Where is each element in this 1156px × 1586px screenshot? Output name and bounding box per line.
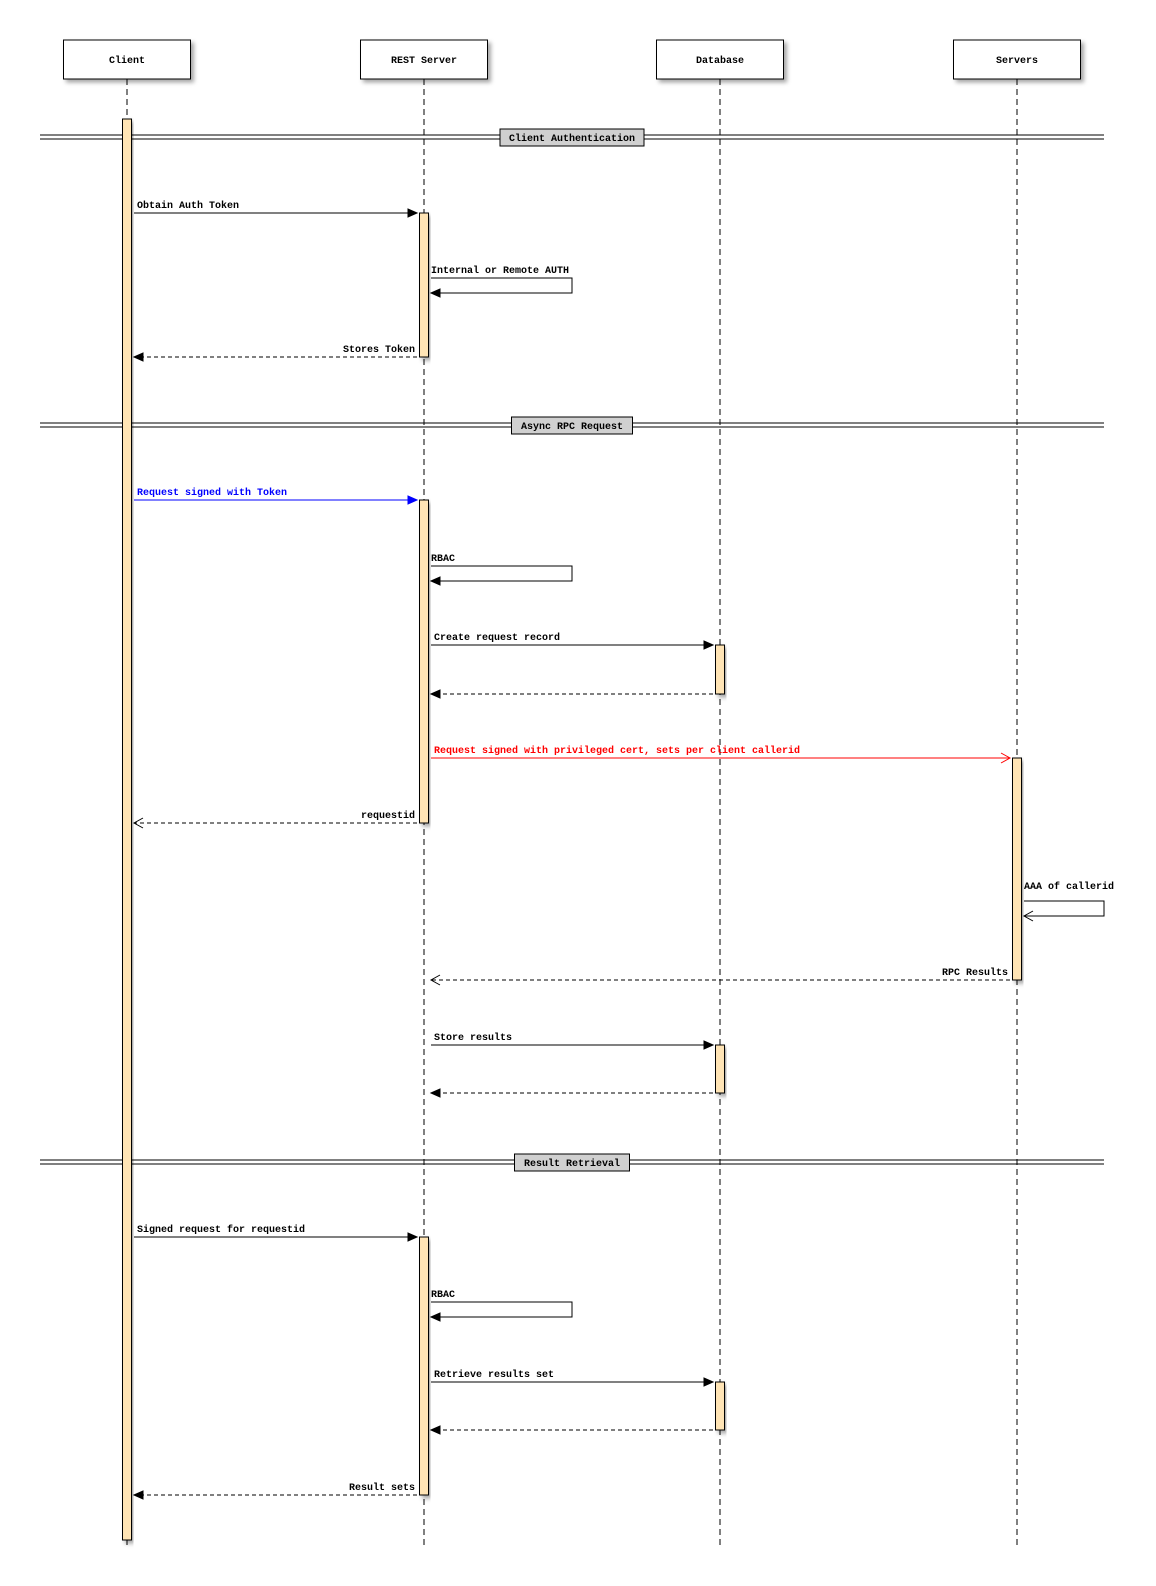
arrowhead-filled (429, 288, 441, 298)
participant-servers: Servers (953, 39, 1081, 80)
arrowhead-filled (429, 1425, 441, 1435)
participant-box (63, 39, 191, 80)
message-label: Store results (434, 1032, 512, 1044)
activation-bar-servers (1012, 757, 1022, 981)
self-message-line (431, 277, 573, 294)
divider-box (511, 416, 633, 435)
message-label: Request signed with privileged cert, set… (434, 745, 800, 757)
participant-box (360, 39, 488, 80)
message-label: AAA of callerid (1024, 881, 1114, 893)
arrowhead-filled (429, 1088, 441, 1098)
message-rest-to-servers: Request signed with privileged cert, set… (431, 745, 1010, 759)
section-divider: Async RPC Request (40, 416, 1104, 435)
divider-label: Client Authentication (509, 133, 635, 145)
participant-client: Client (63, 39, 191, 80)
activation-bar-rest (419, 499, 429, 824)
arrowhead-open (1000, 752, 1012, 764)
divider-box (514, 1153, 630, 1172)
arrowhead-filled (429, 1312, 441, 1322)
arrowhead-open (132, 817, 144, 829)
message-rest-to-client: Stores Token (134, 344, 417, 358)
message-client-to-rest: Signed request for requestid (134, 1224, 417, 1238)
activation-bar-db (715, 1044, 725, 1094)
message-rest-to-db: Create request record (431, 632, 713, 646)
arrowhead-filled (407, 208, 419, 218)
arrowhead-filled (132, 352, 144, 362)
message-rest-to-rest: RBAC (431, 1290, 573, 1318)
arrowhead-open (429, 974, 441, 986)
message-rest-to-rest: Internal or Remote AUTH (431, 265, 573, 294)
message-servers-to-servers: AAA of callerid (1024, 881, 1114, 917)
activation-bar-rest (419, 1236, 429, 1496)
arrowhead-filled (429, 689, 441, 699)
arrowhead-filled (407, 1232, 419, 1242)
message-label: Stores Token (343, 344, 415, 356)
message-label: Result sets (349, 1482, 415, 1494)
activation-bar-db (715, 644, 725, 695)
arrowhead-open (1022, 910, 1034, 922)
arrowhead-filled (703, 640, 715, 650)
message-rest-to-client: Result sets (134, 1482, 417, 1496)
arrowhead-filled (703, 1377, 715, 1387)
message-client-to-rest: Request signed with Token (134, 487, 417, 501)
message-label: RPC Results (942, 967, 1008, 979)
message-label: RBAC (431, 1290, 455, 1301)
message-rest-to-rest: RBAC (431, 554, 573, 582)
self-message-line (431, 1301, 573, 1318)
self-message-line (431, 565, 573, 582)
participant-label: REST Server (391, 56, 457, 67)
message-servers-to-rest: RPC Results (431, 967, 1010, 981)
message-label: RBAC (431, 554, 455, 565)
participant-db: Database (656, 39, 784, 80)
activation-bar-db (715, 1381, 725, 1431)
message-rest-to-db: Store results (431, 1032, 713, 1046)
section-divider: Result Retrieval (40, 1153, 1104, 1172)
message-label: Internal or Remote AUTH (431, 265, 569, 277)
message-label: requestid (361, 810, 415, 822)
message-label: Obtain Auth Token (137, 200, 239, 212)
arrowhead-filled (132, 1490, 144, 1500)
arrowhead-filled (429, 576, 441, 586)
message-client-to-rest: Obtain Auth Token (134, 200, 417, 214)
message-rest-to-db: Retrieve results set (431, 1369, 713, 1383)
participant-box (953, 39, 1081, 80)
participant-rest: REST Server (360, 39, 488, 80)
self-message-line (1024, 900, 1105, 917)
participant-label: Client (109, 55, 145, 67)
activation-bar-rest (419, 212, 429, 358)
section-divider: Client Authentication (40, 128, 1104, 147)
message-label: Signed request for requestid (137, 1224, 305, 1236)
message-label: Request signed with Token (137, 487, 287, 499)
participant-label: Servers (996, 56, 1038, 67)
message-label: Create request record (434, 632, 560, 644)
divider-box (499, 128, 645, 147)
participant-box (656, 39, 784, 80)
message-label: Retrieve results set (434, 1369, 554, 1381)
activation-bar-client (122, 118, 132, 1541)
message-rest-to-client: requestid (134, 810, 417, 824)
divider-label: Async RPC Request (521, 422, 623, 433)
arrowhead-filled (407, 495, 419, 505)
arrowhead-filled (703, 1040, 715, 1050)
participant-label: Database (696, 55, 744, 67)
divider-label: Result Retrieval (524, 1158, 620, 1170)
